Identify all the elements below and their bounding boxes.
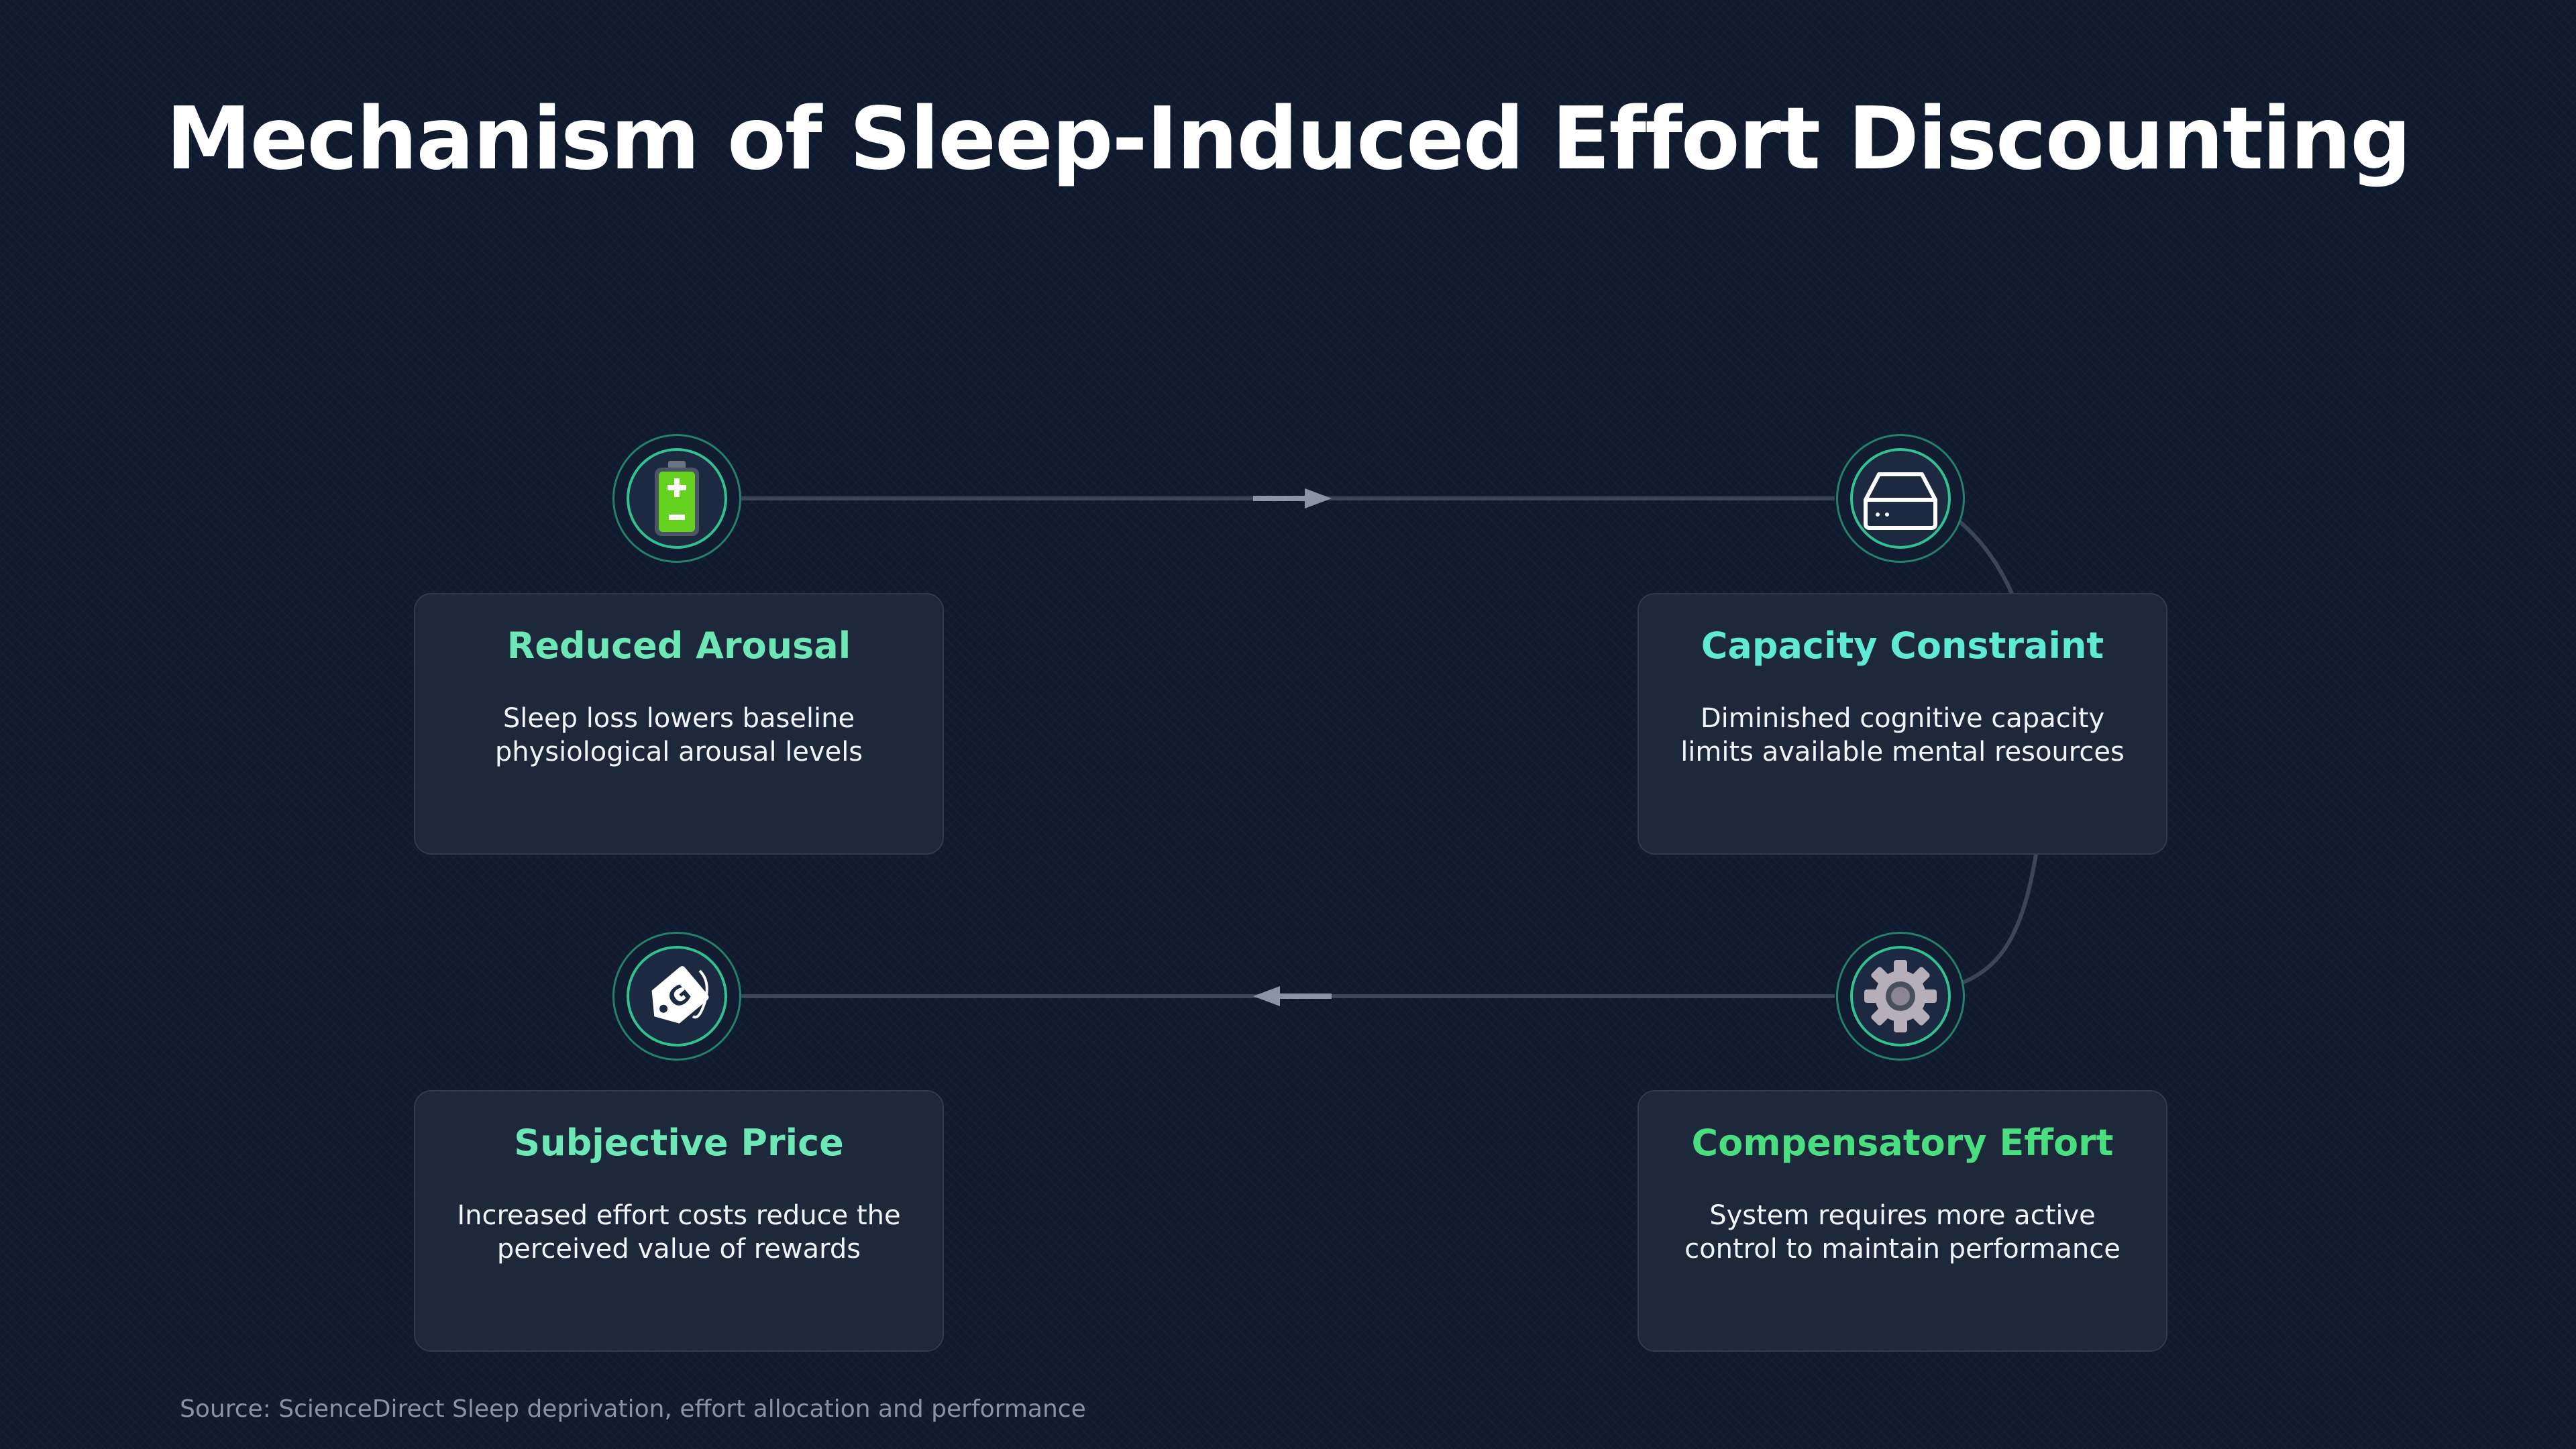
step-card-capacity-constraint: Capacity Constraint Diminished cognitive… bbox=[1638, 593, 2167, 855]
step-description: System requires more active control to m… bbox=[1684, 1200, 2121, 1265]
step-card-reduced-arousal: Reduced Arousal Sleep loss lowers baseli… bbox=[414, 593, 944, 855]
step-2-icon-badge bbox=[1836, 434, 1965, 563]
step-title: Reduced Arousal bbox=[506, 625, 851, 667]
step-card-subjective-price: Subjective Price Increased effort costs … bbox=[414, 1090, 944, 1352]
step-description: Diminished cognitive capacity limits ava… bbox=[1680, 703, 2125, 767]
storage-drive-icon bbox=[1864, 472, 1937, 530]
step-card-compensatory-effort: Compensatory Effort System requires more… bbox=[1638, 1090, 2167, 1352]
step-3-icon-badge bbox=[1836, 932, 1965, 1061]
price-tag-icon: G bbox=[651, 966, 709, 1024]
arrow-right-icon bbox=[1253, 488, 1332, 508]
page-title: Mechanism of Sleep-Induced Effort Discou… bbox=[166, 89, 2412, 189]
step-description: Sleep loss lowers baseline physiological… bbox=[494, 703, 863, 767]
step-title: Compensatory Effort bbox=[1691, 1122, 2114, 1164]
battery-icon bbox=[655, 461, 699, 536]
step-4-icon-badge: G bbox=[612, 932, 741, 1061]
step-description: Increased effort costs reduce the percei… bbox=[457, 1200, 901, 1265]
source-citation: Source: ScienceDirect Sleep deprivation,… bbox=[180, 1395, 1086, 1423]
gear-icon bbox=[1864, 960, 1937, 1032]
step-title: Subjective Price bbox=[514, 1122, 844, 1164]
arrow-left-icon bbox=[1253, 986, 1332, 1006]
step-1-icon-badge bbox=[612, 434, 741, 563]
step-title: Capacity Constraint bbox=[1701, 625, 2104, 667]
